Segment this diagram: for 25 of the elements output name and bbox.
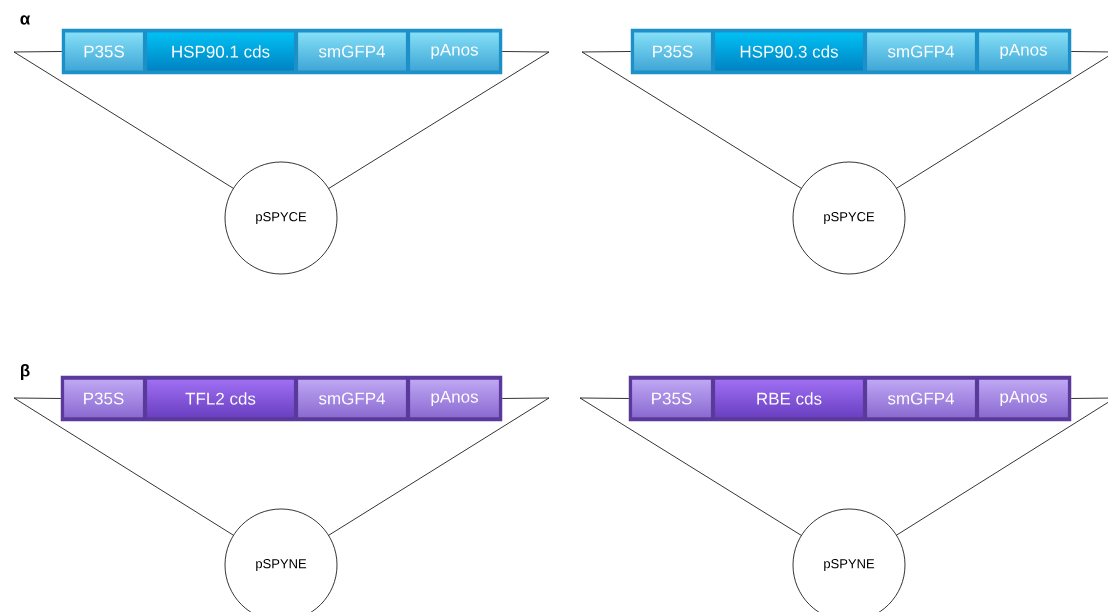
gene-segment: smGFP4	[296, 378, 408, 419]
panel-label: α	[20, 15, 31, 25]
gene-segment: P35S	[63, 31, 145, 72]
connector-line	[328, 51, 550, 189]
gene-segment: pAnos	[977, 31, 1070, 72]
gene-segment: TFL2 cds	[145, 378, 296, 419]
gene-segment: smGFP4	[296, 31, 408, 72]
connector-line	[896, 51, 1108, 189]
connector-line	[579, 397, 802, 536]
connector-line	[581, 51, 802, 189]
connector-line	[328, 397, 550, 536]
gene-segment: pAnos	[408, 31, 501, 72]
gene-segment: smGFP4	[865, 378, 977, 419]
gene-segment: pAnos	[408, 378, 501, 419]
panel-label: β	[21, 364, 30, 380]
gene-segment: P35S	[630, 378, 713, 419]
gene-segment: P35S	[632, 31, 713, 72]
gene-segment: HSP90.1 cds	[145, 31, 296, 72]
connector-line	[13, 397, 234, 536]
gene-segment: P35S	[62, 378, 145, 419]
connector-line	[13, 51, 234, 189]
gene-segment: pAnos	[977, 378, 1070, 419]
gene-segment: smGFP4	[865, 31, 977, 72]
gene-segment: RBE cds	[713, 378, 865, 419]
connector-line	[896, 397, 1108, 536]
